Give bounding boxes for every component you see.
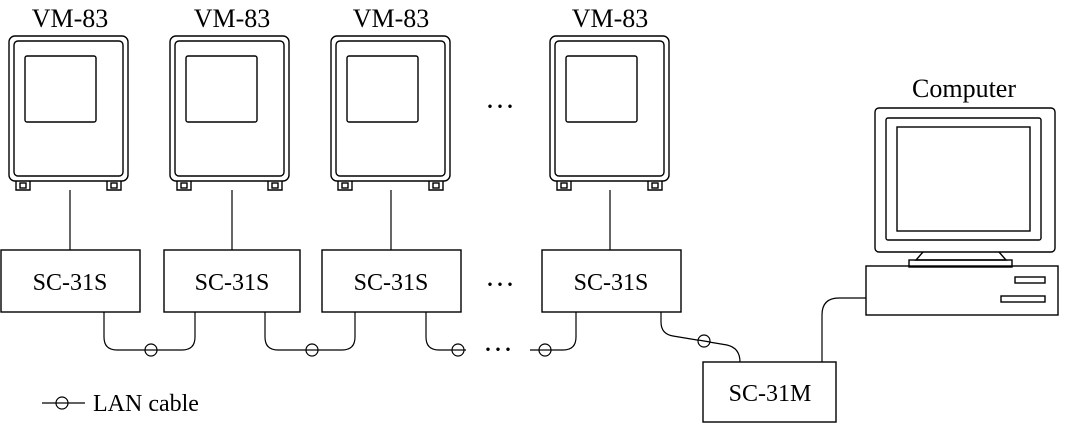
legend-label: LAN cable — [93, 391, 199, 417]
slave-unit-label-3: SC-31S — [354, 270, 429, 296]
slave-unit-box-1 — [0, 249, 141, 313]
meter-label-1: VM-83 — [32, 4, 109, 33]
meter-label-2: VM-83 — [194, 4, 271, 33]
computer-label: Computer — [912, 74, 1016, 103]
master-unit-box — [702, 361, 837, 423]
master-unit-label: SC-31M — [729, 381, 812, 407]
lan-cable-1 — [103, 312, 196, 357]
lan-cable-3 — [425, 312, 577, 357]
slave-units-ellipsis: ··· — [485, 268, 515, 301]
vibration-meter-4 — [549, 35, 670, 191]
vibration-meter-2 — [169, 35, 290, 191]
vibration-meter-1 — [8, 35, 129, 191]
slave-unit-label-4: SC-31S — [574, 270, 649, 296]
computer-cable — [821, 297, 866, 362]
lan-cable-to-master — [660, 312, 741, 363]
lan-cable-2 — [264, 312, 356, 357]
lan-cable-legend: LAN cable — [42, 391, 199, 417]
computer-icon — [865, 107, 1059, 316]
slave-unit-label-2: SC-31S — [195, 270, 270, 296]
lan-cable-ellipsis: ··· — [483, 333, 513, 366]
slave-unit-box-3 — [321, 249, 462, 313]
meters-ellipsis: ··· — [485, 90, 515, 123]
slave-unit-box-2 — [163, 249, 301, 313]
vibration-meter-3 — [330, 35, 451, 191]
meter-label-3: VM-83 — [353, 4, 430, 33]
slave-unit-label-1: SC-31S — [33, 270, 108, 296]
meter-label-4: VM-83 — [572, 4, 649, 33]
slave-unit-box-4 — [541, 249, 682, 313]
